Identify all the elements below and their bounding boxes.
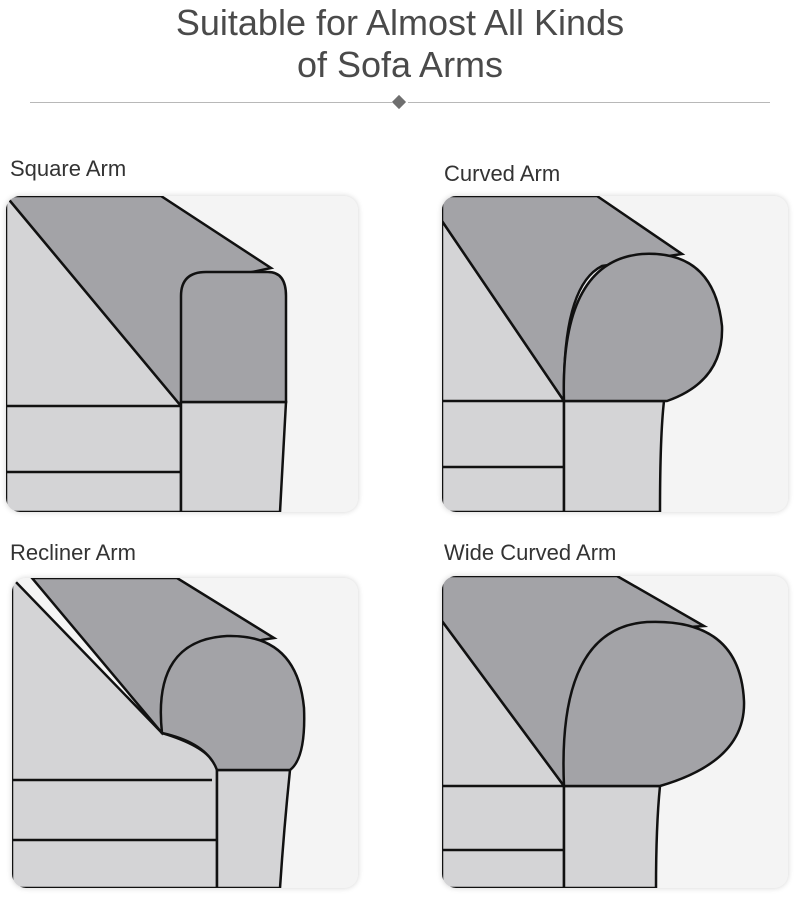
headline: Suitable for Almost All Kinds of Sofa Ar… [0,2,800,86]
divider-line-left [30,102,392,103]
square-arm-illustration [6,196,358,512]
tile-wide-curved-arm [442,576,788,888]
divider-line-right [408,102,770,103]
tile-square-arm [6,196,358,512]
label-recliner-arm: Recliner Arm [10,540,136,565]
label-square-arm: Square Arm [10,156,127,181]
title-divider [30,94,770,110]
recliner-arm-illustration [12,578,358,888]
headline-line-2: of Sofa Arms [296,44,504,85]
wide-curved-arm-illustration [442,576,788,888]
label-curved-arm: Curved Arm [444,161,561,186]
label-wide-curved-arm: Wide Curved Arm [444,540,617,565]
tile-recliner-arm [12,578,358,888]
curved-arm-illustration [442,196,788,512]
tile-curved-arm [442,196,788,512]
diamond-icon [391,94,407,110]
headline-line-1: Suitable for Almost All Kinds [175,2,625,43]
